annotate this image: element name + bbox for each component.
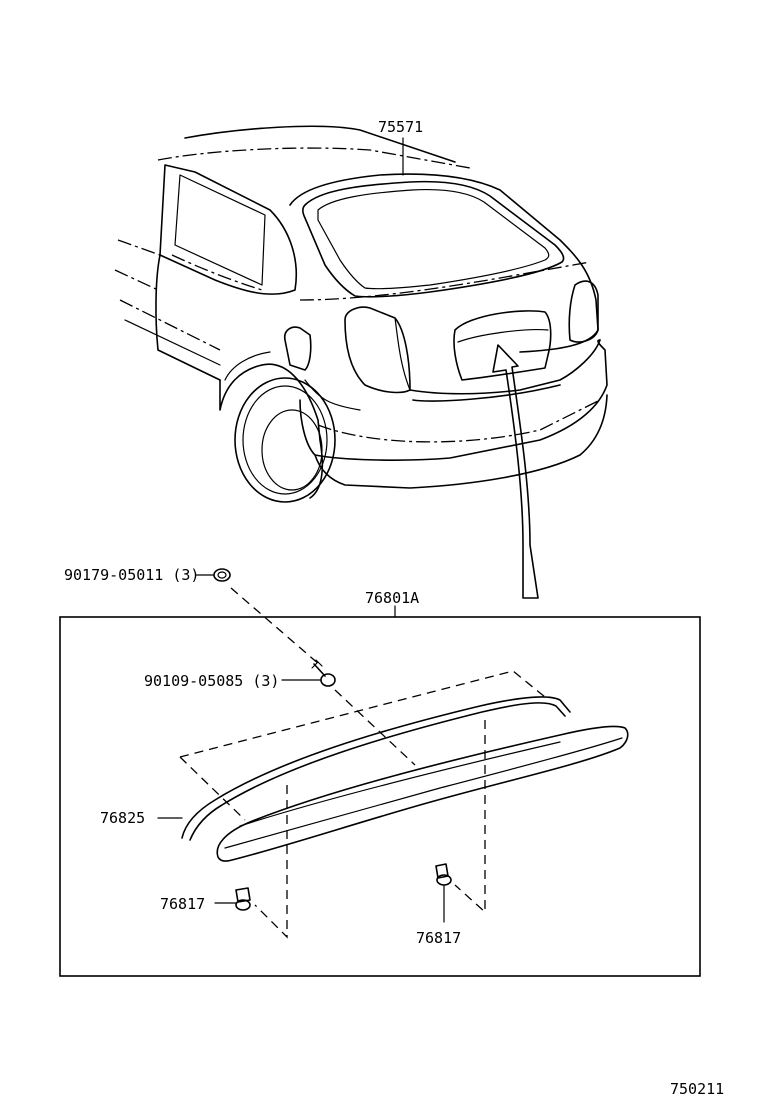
clip-left-icon <box>235 887 251 911</box>
assembly-plane-left <box>179 756 246 821</box>
nut-icon <box>213 568 231 582</box>
clip-right-icon <box>435 863 452 886</box>
part-label-76825: 76825 <box>100 809 145 827</box>
part-label-90179-05011: 90179-05011 (3) <box>64 566 199 584</box>
part-label-76817-right: 76817 <box>416 929 461 947</box>
part-label-90109-05085: 90109-05085 (3) <box>144 672 279 690</box>
part-label-75571: 75571 <box>378 118 423 136</box>
bolt-dashed-guide <box>334 689 416 766</box>
back-door-garnish <box>216 725 629 862</box>
nut-dashed-guide <box>230 587 321 666</box>
assembly-detail-box <box>59 616 701 977</box>
part-label-76801a: 76801A <box>365 589 419 607</box>
part-label-76817-left: 76817 <box>160 895 205 913</box>
left-clip-guide-lower <box>254 845 288 939</box>
moulding-strip <box>181 696 571 841</box>
car-rear-view-illustration <box>114 125 608 503</box>
location-arrow <box>492 344 539 599</box>
bolt-icon <box>311 659 336 687</box>
right-clip-guide-lower <box>454 780 486 914</box>
diagram-id: 750211 <box>670 1080 724 1098</box>
